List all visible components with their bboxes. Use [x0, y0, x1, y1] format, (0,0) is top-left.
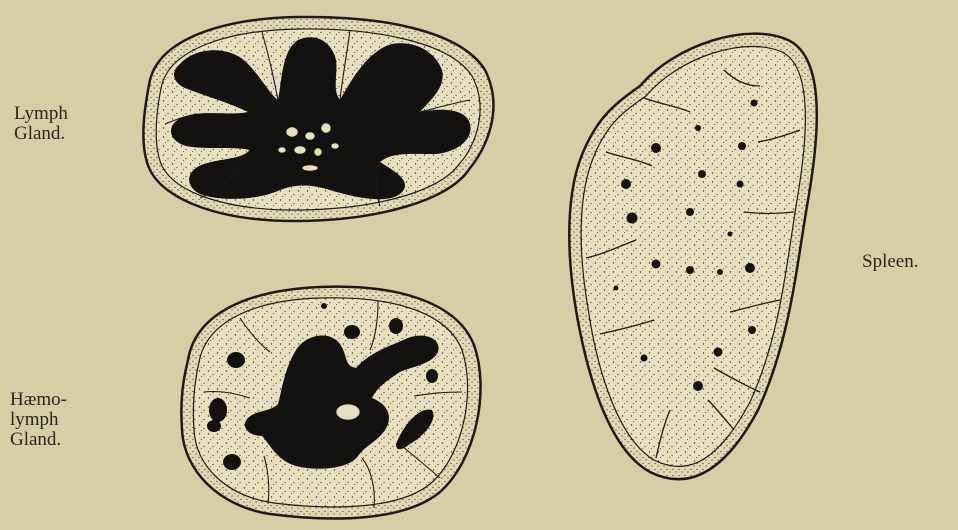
label-haemolymph-gland: Hæmo- lymph Gland.	[10, 390, 67, 450]
spleen-section	[569, 34, 817, 480]
lymph-gland-section	[143, 17, 493, 221]
label-spleen: Spleen.	[862, 252, 918, 272]
haemolymph-gland-section	[181, 287, 480, 519]
label-lymph-gland: Lymph Gland.	[14, 104, 68, 144]
